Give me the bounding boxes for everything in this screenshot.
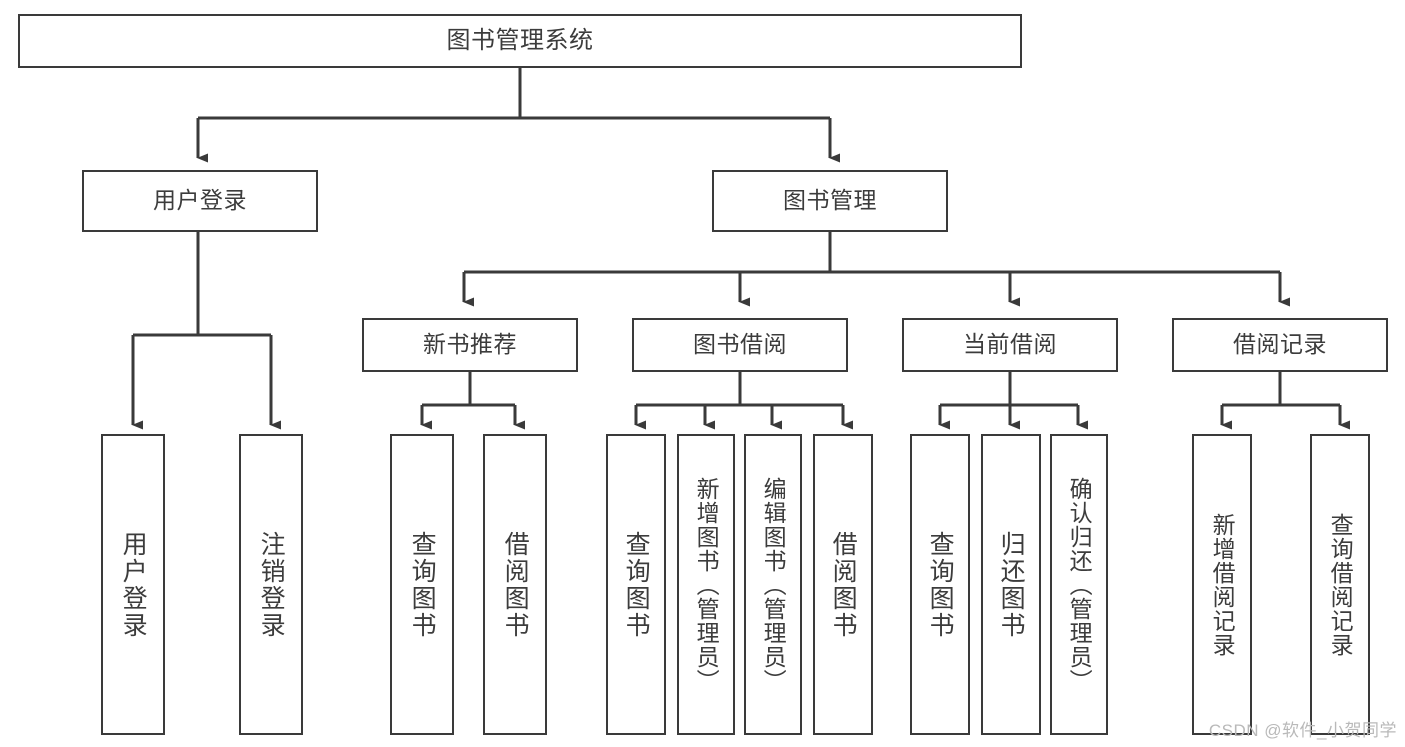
node-label: 查询图书 (926, 530, 955, 639)
node-label: 借阅记录 (1233, 331, 1327, 358)
node-current-borrow[interactable]: 当前借阅 (902, 318, 1118, 372)
node-label: 确认归还（管理员） (1066, 476, 1093, 693)
node-label: 归还图书 (997, 530, 1026, 639)
node-label: 图书管理系统 (446, 26, 594, 54)
csdn-watermark: CSDN @软件_小贺同学 (1208, 721, 1397, 740)
node-user-login[interactable]: 用户登录 (82, 170, 318, 232)
node-label: 查询图书 (622, 530, 651, 639)
node-leaf-borrow-book-recommend[interactable]: 借阅图书 (483, 434, 547, 735)
node-leaf-query-book-borrow[interactable]: 查询图书 (606, 434, 666, 735)
node-leaf-query-borrow-record[interactable]: 查询借阅记录 (1310, 434, 1370, 735)
node-leaf-user-login[interactable]: 用户登录 (101, 434, 165, 735)
node-leaf-return-book[interactable]: 归还图书 (981, 434, 1041, 735)
node-label: 查询借阅记录 (1327, 512, 1354, 657)
node-label: 新增借阅记录 (1209, 512, 1236, 657)
node-label: 查询图书 (408, 530, 437, 639)
node-book-borrow[interactable]: 图书借阅 (632, 318, 848, 372)
node-leaf-logout-login[interactable]: 注销登录 (239, 434, 303, 735)
node-book-management[interactable]: 图书管理 (712, 170, 948, 232)
node-leaf-add-borrow-record[interactable]: 新增借阅记录 (1192, 434, 1252, 735)
node-label: 图书借阅 (693, 331, 787, 358)
node-root-book-management-system[interactable]: 图书管理系统 (18, 14, 1022, 68)
node-label: 当前借阅 (963, 331, 1057, 358)
node-leaf-query-book-current[interactable]: 查询图书 (910, 434, 970, 735)
node-label: 新增图书（管理员） (693, 476, 720, 693)
node-label: 新书推荐 (423, 331, 517, 358)
node-label: 借阅图书 (501, 530, 530, 639)
node-label: 编辑图书（管理员） (760, 476, 787, 693)
node-new-book-recommend[interactable]: 新书推荐 (362, 318, 578, 372)
node-leaf-borrow-book[interactable]: 借阅图书 (813, 434, 873, 735)
node-label: 借阅图书 (829, 530, 858, 639)
node-label: 用户登录 (119, 530, 148, 639)
node-leaf-query-book-recommend[interactable]: 查询图书 (390, 434, 454, 735)
node-borrow-record[interactable]: 借阅记录 (1172, 318, 1388, 372)
node-leaf-add-book[interactable]: 新增图书（管理员） (677, 434, 735, 735)
node-label: 图书管理 (783, 187, 877, 214)
node-label: 用户登录 (153, 187, 247, 214)
node-leaf-confirm-return[interactable]: 确认归还（管理员） (1050, 434, 1108, 735)
node-label: 注销登录 (257, 530, 286, 639)
node-leaf-edit-book[interactable]: 编辑图书（管理员） (744, 434, 802, 735)
